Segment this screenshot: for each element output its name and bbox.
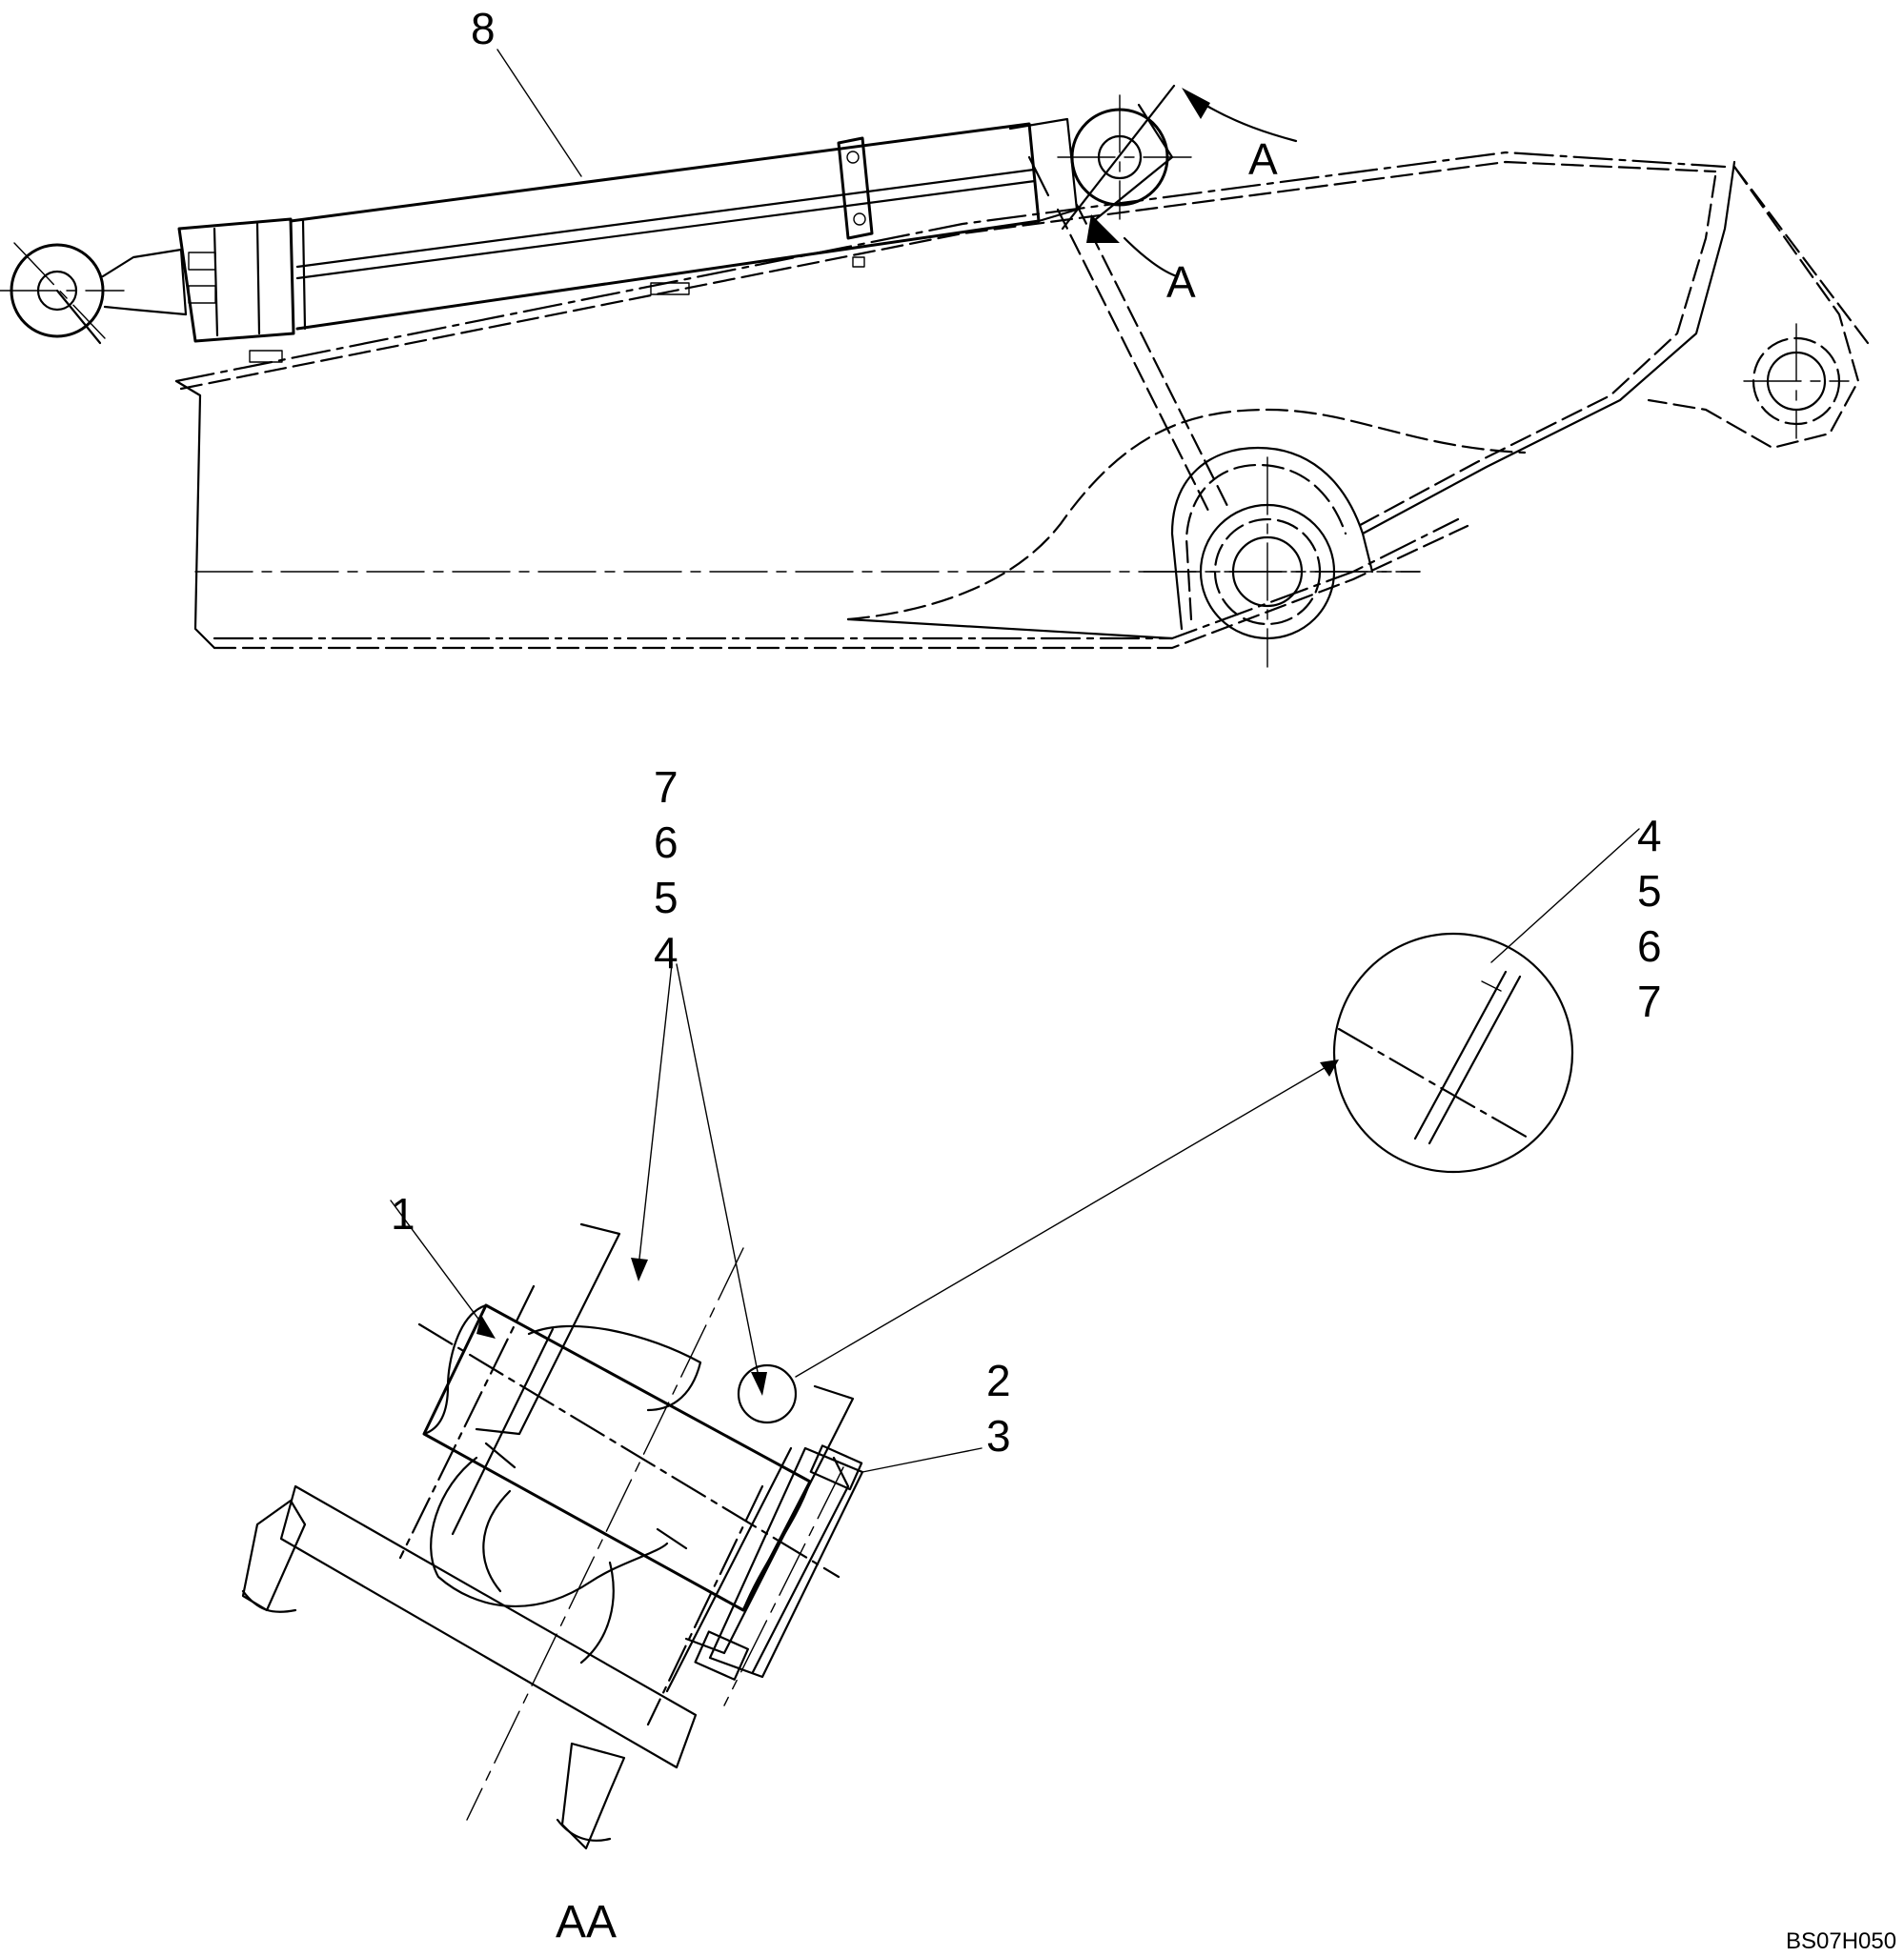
callout-1: 1 [391,1189,415,1239]
callout-section-a-lower: A [1166,257,1196,307]
callout-left-5: 5 [654,873,679,922]
left-callout-stack: 7 6 5 4 [654,762,679,978]
callout-left-4: 4 [654,928,679,978]
section-title: AA [556,1897,617,1947]
callout-section-a-upper: A [1248,134,1278,184]
callout-8: 8 [471,4,496,53]
callout-right-6: 6 [1637,921,1662,971]
callout-right-4: 4 [1637,811,1662,860]
leader-8 [496,49,582,177]
side-plates [398,1222,855,1726]
callout-right-5: 5 [1637,866,1662,916]
cylinder-eye-section [430,1324,702,1664]
right-callout-stack: 4 5 6 7 [1637,811,1662,1026]
section-leaders [390,828,1640,1473]
callout-left-7: 7 [654,762,679,812]
pin [417,1247,841,1821]
shim-enlarged-detail [1332,932,1574,1174]
callout-2: 2 [986,1356,1011,1405]
boom-pivot-boss [1143,446,1421,668]
weld-marks [249,256,865,363]
shim-detail-marker [737,1363,798,1424]
mounting-lugs [241,1484,698,1850]
callout-right-7: 7 [1637,977,1662,1026]
section-aa-view: 1 2 3 7 6 5 4 4 5 6 7 AA [241,762,1662,1947]
boom-arm [174,151,1870,668]
rear-pivot [1743,323,1850,439]
callout-left-6: 6 [654,817,679,867]
bolt-assembly [694,1444,864,1706]
boom-assembly-view: 8 A A [0,4,1870,668]
hydraulic-cylinder [0,94,1192,345]
callout-3: 3 [986,1411,1011,1461]
drawing-code: BS07H050 [1786,1928,1896,1954]
section-a-arrows [1061,84,1298,278]
